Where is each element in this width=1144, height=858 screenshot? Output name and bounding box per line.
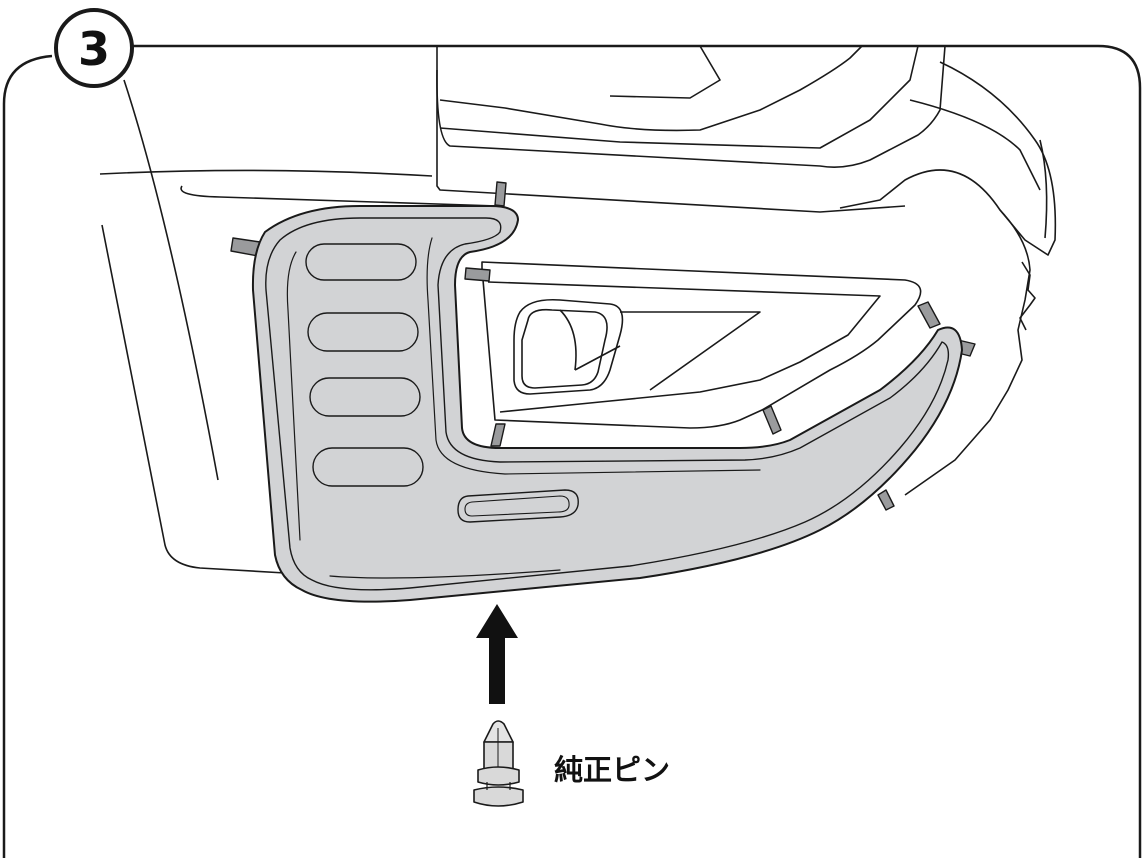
pin-icon bbox=[473, 720, 524, 807]
step-badge: 3 bbox=[54, 8, 134, 88]
panel-frame bbox=[2, 44, 1142, 858]
clip-tab bbox=[490, 423, 506, 447]
clip-tabs bbox=[230, 181, 976, 511]
bezel-garnish bbox=[251, 205, 963, 603]
clip-tab bbox=[762, 405, 782, 435]
clip-tab bbox=[464, 267, 491, 282]
arrow-up-icon bbox=[476, 604, 518, 704]
clip-tab bbox=[877, 489, 895, 511]
car-bumper bbox=[99, 45, 1057, 574]
clip-tab bbox=[917, 301, 941, 329]
clip-tab bbox=[494, 181, 507, 207]
step-number: 3 bbox=[78, 22, 110, 76]
pin-label: 純正ピン bbox=[554, 753, 670, 787]
